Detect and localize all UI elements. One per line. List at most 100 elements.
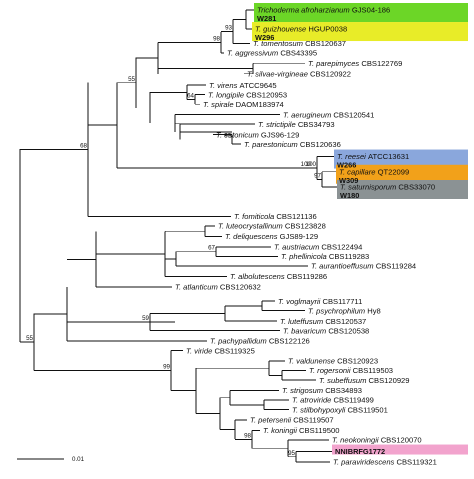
species-text: reesei bbox=[345, 152, 368, 161]
taxon-label: T. deliquescens GJS89-129 bbox=[225, 232, 318, 241]
taxon-label: T. voglmayrii CBS117711 bbox=[278, 297, 362, 306]
taxon-labels: Trichoderma afroharzianum GJS04-186W281T… bbox=[175, 6, 437, 467]
taxon-label: T. koningii CBS119500 bbox=[263, 426, 339, 435]
strain-text: CBS120636 bbox=[300, 140, 341, 149]
species-text: luteffusum bbox=[288, 317, 325, 326]
strain-text: CBS119321 bbox=[396, 458, 436, 467]
genus-text: T. bbox=[263, 426, 271, 435]
strain-text: GJS89-129 bbox=[280, 232, 318, 241]
genus-text: T. bbox=[258, 120, 266, 129]
strain-text: CBS34893 bbox=[325, 386, 362, 395]
genus-text: T. bbox=[281, 252, 289, 261]
genus-text: T. bbox=[283, 110, 291, 119]
genus-text: T. bbox=[247, 69, 255, 78]
taxon-label: T. tomentosum CBS120637 bbox=[253, 39, 346, 48]
species-text: subeffusum bbox=[327, 376, 368, 385]
taxon-label: T. strigosum CBS34893 bbox=[282, 386, 362, 395]
strain-text: QT22099 bbox=[378, 167, 410, 176]
taxon-label: T. paraviridescens CBS119321 bbox=[333, 458, 437, 467]
taxon-label: T. capillare QT22099 bbox=[339, 167, 409, 176]
taxon-label: T. spirale DAOM183974 bbox=[203, 100, 284, 109]
strain-text: CBS120929 bbox=[369, 376, 410, 385]
taxon-label: T. silvae-virgineae CBS120922 bbox=[247, 69, 351, 78]
highlight-box-t14 bbox=[334, 149, 468, 169]
strain-text: CBS119503 bbox=[353, 366, 393, 375]
taxon-label: T. neokoningii CBS120070 bbox=[332, 436, 422, 445]
strain-text: CBS120637 bbox=[305, 39, 346, 48]
genus-text: T. bbox=[278, 297, 286, 306]
species-text: rogersonii bbox=[317, 366, 352, 375]
genus-text: T. bbox=[311, 262, 319, 271]
species-text: atroviride bbox=[300, 396, 333, 405]
bootstrap-value: 100 bbox=[301, 161, 312, 168]
species-text: valdunense bbox=[296, 357, 337, 366]
genus-text: T. bbox=[280, 317, 288, 326]
genus-text: T. bbox=[230, 272, 238, 281]
species-text: voglmayrii bbox=[286, 297, 322, 306]
bootstrap-value: 64 bbox=[187, 92, 194, 99]
highlight-boxes bbox=[252, 3, 468, 455]
species-text: albolutescens bbox=[238, 272, 287, 281]
taxon-label: T. guizhouense HGUP0038 bbox=[255, 25, 347, 34]
strain-text: CBS120537 bbox=[325, 317, 366, 326]
highlight-box-t1 bbox=[254, 3, 468, 22]
strain-text: CBS119500 bbox=[299, 426, 339, 435]
genus-text: T. bbox=[203, 100, 211, 109]
bootstrap-value: 68 bbox=[80, 142, 87, 149]
highlight-box-t2 bbox=[252, 22, 468, 42]
species-text: tomentosum bbox=[261, 39, 305, 48]
strain-text: CBS122494 bbox=[321, 243, 362, 252]
strain-text: CBS120541 bbox=[333, 110, 374, 119]
genus-text: T. bbox=[216, 130, 224, 139]
genus-text: T. bbox=[337, 152, 345, 161]
taxon-label: T. parepimyces CBS122769 bbox=[308, 59, 402, 68]
strain-text: CBS34793 bbox=[298, 120, 335, 129]
species-text: aurantioeffusum bbox=[319, 262, 376, 271]
strain-code-label: W309 bbox=[339, 176, 358, 185]
species-text: virens bbox=[217, 81, 239, 90]
strain-text: CBS120070 bbox=[381, 436, 422, 445]
strain-text: CBS119325 bbox=[214, 346, 254, 355]
genus-text: T. bbox=[308, 306, 316, 315]
species-text: silvae-virgineae bbox=[255, 69, 310, 78]
species-text: strictipile bbox=[266, 120, 298, 129]
strain-code-label: W266 bbox=[337, 161, 356, 170]
genus-text: T. bbox=[288, 357, 296, 366]
taxon-label: T. subeffusum CBS120929 bbox=[319, 376, 410, 385]
taxon-label: T. atlanticum CBS120632 bbox=[175, 283, 261, 292]
scale-bar-label: 0.01 bbox=[72, 456, 85, 463]
strain-text: HGUP0038 bbox=[308, 25, 347, 34]
genus-text: T. bbox=[333, 458, 341, 467]
genus-text: T. bbox=[332, 436, 340, 445]
highlight-box-t16 bbox=[337, 179, 468, 199]
strain-text: CBS122126 bbox=[269, 337, 310, 346]
taxon-label: T. reesei ATCC13631 bbox=[337, 152, 409, 161]
genus-text: T. bbox=[209, 81, 217, 90]
taxon-label: T. saturnisporum CBS33070 bbox=[340, 183, 435, 192]
taxon-label: T. aurantioeffusum CBS119284 bbox=[311, 262, 416, 271]
bootstrap-value: 95 bbox=[288, 450, 295, 457]
bootstrap-value: 99 bbox=[163, 364, 170, 371]
species-text: paraviridescens bbox=[340, 458, 396, 467]
species-text: aggressivum bbox=[235, 48, 280, 57]
bootstrap-value: 98 bbox=[244, 433, 251, 440]
strain-text: CBS117711 bbox=[322, 297, 362, 306]
strain-text: GJS04-186 bbox=[352, 6, 390, 15]
species-text: longipile bbox=[216, 90, 246, 99]
species-text: petersenii bbox=[257, 416, 293, 425]
taxon-label: T. virens ATCC9645 bbox=[209, 81, 277, 90]
species-text: pachypallidum bbox=[217, 337, 269, 346]
genus-text: T. bbox=[282, 386, 290, 395]
bootstrap-value: 59 bbox=[142, 315, 149, 322]
taxon-label: T. estonicum GJS96-129 bbox=[216, 130, 299, 139]
species-text: fomiticola bbox=[242, 212, 276, 221]
strain-text: CBS119284 bbox=[376, 262, 416, 271]
highlight-box-t40 bbox=[332, 444, 468, 455]
bootstrap-value: 55 bbox=[26, 335, 33, 342]
genus-text: T. bbox=[274, 243, 282, 252]
species-text: estonicum bbox=[224, 130, 261, 139]
tree-branches bbox=[19, 9, 337, 463]
genus-text: T. bbox=[319, 376, 327, 385]
